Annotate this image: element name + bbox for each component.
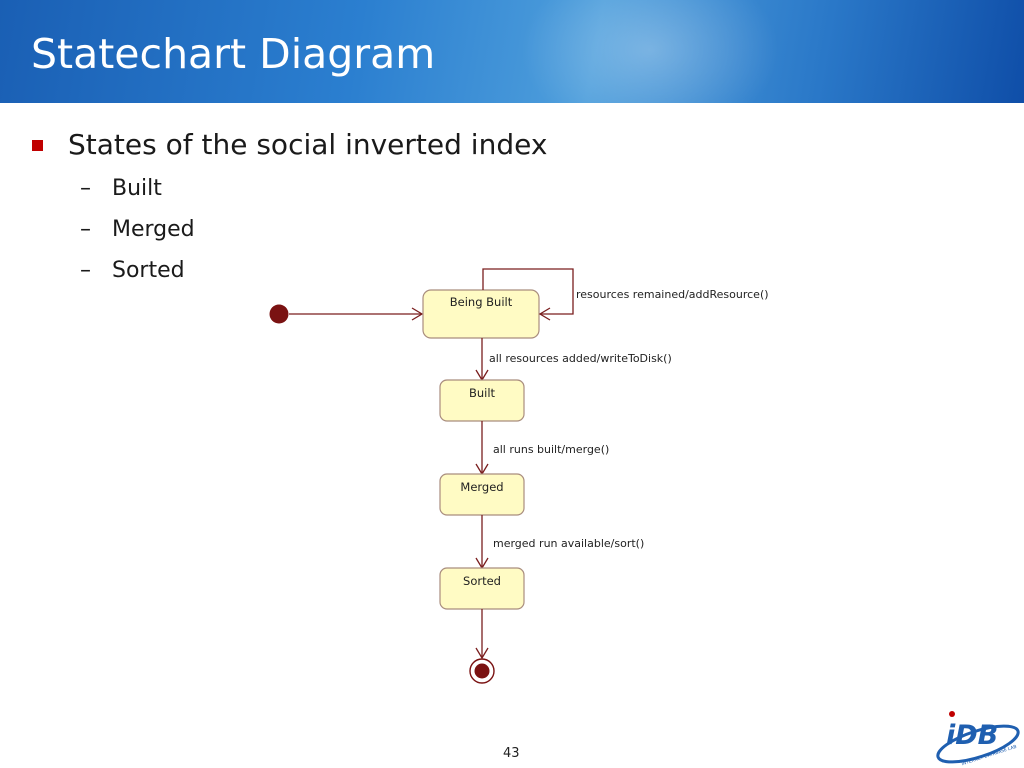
sub-item-label: Sorted <box>112 258 185 283</box>
initial-state <box>269 304 289 324</box>
title-bar <box>0 0 1024 103</box>
bullet-text: States of the social inverted index <box>68 128 548 161</box>
logo-dot <box>949 711 955 717</box>
final-state <box>469 658 495 684</box>
sub-item-label: Merged <box>112 217 195 242</box>
self-loop-transition <box>482 268 574 315</box>
sub-item-built: –Built <box>80 176 162 201</box>
state-label: Being Built <box>450 295 513 309</box>
transition-label: all runs built/merge() <box>493 443 609 456</box>
transition-label: all resources added/writeToDisk() <box>489 352 672 365</box>
slide-title: Statechart Diagram <box>31 30 436 78</box>
arrowhead <box>411 307 424 321</box>
state-merged: Merged <box>439 473 525 516</box>
dash: – <box>80 258 91 283</box>
self-loop-label: resources remained/addResource() <box>576 288 769 301</box>
arrowhead <box>538 307 551 321</box>
page-number: 43 <box>503 746 520 761</box>
sub-item-merged: –Merged <box>80 217 195 242</box>
state-label: Merged <box>460 480 503 494</box>
arrowhead <box>475 647 489 660</box>
idb-logo: iDB INTERNET DATABASE LAB <box>936 711 1020 767</box>
logo-mark: iDB <box>946 720 998 751</box>
bullet-marker <box>32 140 43 151</box>
transition-label: merged run available/sort() <box>493 537 644 550</box>
state-sorted: Sorted <box>439 567 525 610</box>
dash: – <box>80 176 91 201</box>
state-being-built: Being Built <box>422 289 540 339</box>
sub-item-sorted: –Sorted <box>80 258 185 283</box>
title-bar-divider <box>0 103 1024 106</box>
sub-item-label: Built <box>112 176 162 201</box>
dash: – <box>80 217 91 242</box>
state-label: Sorted <box>463 574 501 588</box>
state-built: Built <box>439 379 525 422</box>
state-label: Built <box>469 386 496 400</box>
